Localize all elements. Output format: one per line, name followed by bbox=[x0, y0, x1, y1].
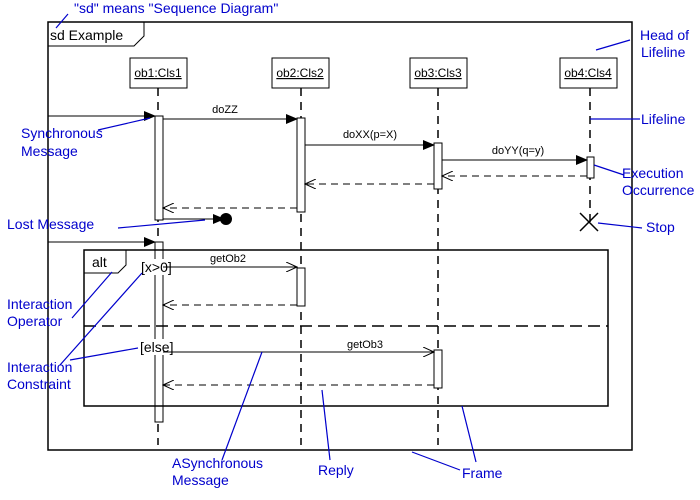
execution-ob2-a bbox=[296, 117, 306, 213]
sd-frame-title-tab bbox=[48, 22, 145, 47]
lifeline-head-ob4: ob4:Cls4 bbox=[559, 57, 618, 89]
annotation-sd-means: "sd" means "Sequence Diagram" bbox=[74, 0, 278, 16]
alt-operator-label: alt bbox=[92, 254, 107, 270]
sd-frame bbox=[47, 21, 633, 451]
annotation-head-of-lifeline-1: Head of bbox=[640, 27, 689, 43]
guard-2: [else] bbox=[140, 339, 173, 355]
lifeline-label-ob3: ob3:Cls3 bbox=[414, 66, 462, 80]
annotation-interaction-operator-2: Operator bbox=[7, 313, 63, 329]
annotation-asynchronous-1: ASynchronous bbox=[172, 455, 263, 471]
alt-fragment bbox=[83, 249, 609, 407]
annotation-asynchronous-2: Message bbox=[172, 472, 229, 488]
execution-ob1-b bbox=[154, 241, 164, 423]
annotation-frame: Frame bbox=[462, 465, 503, 481]
lifeline-head-ob3: ob3:Cls3 bbox=[409, 57, 468, 89]
stop-symbol bbox=[579, 212, 599, 232]
execution-ob1-a bbox=[154, 115, 164, 221]
guard-2-bg bbox=[138, 339, 180, 355]
annotation-head-of-lifeline-2: Lifeline bbox=[641, 44, 686, 60]
execution-ob2-b bbox=[296, 267, 306, 307]
guard-1-bg bbox=[138, 259, 174, 275]
message-getob2-label: getOb2 bbox=[210, 253, 246, 265]
annotation-execution-2: Occurrence bbox=[622, 182, 695, 198]
annotation-lifeline: Lifeline bbox=[641, 111, 686, 127]
annotation-synchronous-2: Message bbox=[21, 143, 78, 159]
annotation-pointers bbox=[55, 13, 643, 471]
annotation-stop: Stop bbox=[646, 219, 675, 235]
execution-ob3-a bbox=[433, 142, 443, 190]
annotation-interaction-constraint-2: Constraint bbox=[7, 376, 71, 392]
lifeline-head-ob2: ob2:Cls2 bbox=[271, 57, 330, 89]
annotation-interaction-operator-1: Interaction bbox=[7, 296, 72, 312]
lifeline-label-ob1: ob1:Cls1 bbox=[134, 66, 182, 80]
annotation-execution-1: Execution bbox=[622, 165, 683, 181]
alt-operator-tab bbox=[84, 250, 127, 274]
guard-1: [x>0] bbox=[141, 259, 172, 275]
message-doyy-label: doYY(q=y) bbox=[492, 145, 544, 157]
message-getob3-label: getOb3 bbox=[347, 339, 383, 351]
annotation-lost-message: Lost Message bbox=[7, 216, 94, 232]
lost-message-dot bbox=[220, 213, 232, 225]
execution-ob4-a bbox=[586, 156, 595, 179]
lifeline-head-ob1: ob1:Cls1 bbox=[129, 57, 188, 89]
lifeline-label-ob2: ob2:Cls2 bbox=[276, 66, 324, 80]
annotation-interaction-constraint-1: Interaction bbox=[7, 359, 72, 375]
annotation-synchronous-1: Synchronous bbox=[21, 125, 103, 141]
message-dozz-label: doZZ bbox=[212, 104, 238, 116]
annotation-reply: Reply bbox=[318, 462, 354, 478]
execution-ob3-b bbox=[433, 349, 443, 389]
message-doxx-label: doXX(p=X) bbox=[343, 129, 397, 141]
sd-frame-title: sd Example bbox=[50, 27, 123, 43]
lifeline-label-ob4: ob4:Cls4 bbox=[564, 66, 612, 80]
